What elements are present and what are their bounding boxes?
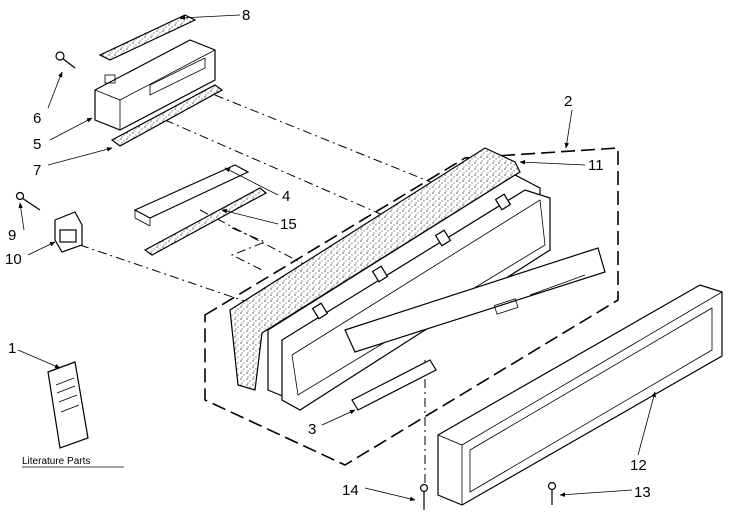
control-panel-face bbox=[344, 247, 606, 353]
literature-booklet bbox=[47, 361, 89, 449]
callout-7: 7 bbox=[33, 162, 41, 179]
screw-6 bbox=[55, 51, 76, 69]
callout-3: 3 bbox=[308, 421, 316, 438]
screw-14 bbox=[419, 483, 429, 510]
mounting-bracket bbox=[133, 164, 250, 227]
trim-strip bbox=[351, 359, 437, 411]
callout-6: 6 bbox=[33, 110, 41, 127]
callout-1: 1 bbox=[8, 340, 16, 357]
inner-door-panel bbox=[267, 174, 551, 411]
outer-door-panel bbox=[437, 284, 723, 506]
callout-13: 13 bbox=[634, 484, 651, 501]
control-module bbox=[94, 39, 216, 131]
callout-14: 14 bbox=[342, 482, 359, 499]
switch-screw-9 bbox=[15, 191, 41, 211]
callout-12: 12 bbox=[630, 457, 647, 474]
callout-11: 11 bbox=[588, 157, 604, 174]
callout-9: 9 bbox=[8, 227, 16, 244]
callout-4: 4 bbox=[282, 188, 290, 205]
callout-10: 10 bbox=[5, 251, 22, 268]
strip-15 bbox=[143, 187, 268, 256]
callout-arrows bbox=[17, 14, 656, 502]
callout-15: 15 bbox=[280, 216, 297, 233]
callout-5: 5 bbox=[33, 136, 41, 153]
screw-13 bbox=[547, 481, 557, 505]
callout-8: 8 bbox=[242, 7, 250, 24]
callout-2: 2 bbox=[564, 93, 572, 110]
literature-parts-caption: Literature Parts bbox=[22, 456, 90, 467]
gasket-strip-bottom bbox=[110, 84, 224, 147]
door-switch bbox=[54, 211, 83, 253]
console-assembly-outline bbox=[204, 147, 619, 466]
gasket-strip-top bbox=[98, 14, 197, 61]
